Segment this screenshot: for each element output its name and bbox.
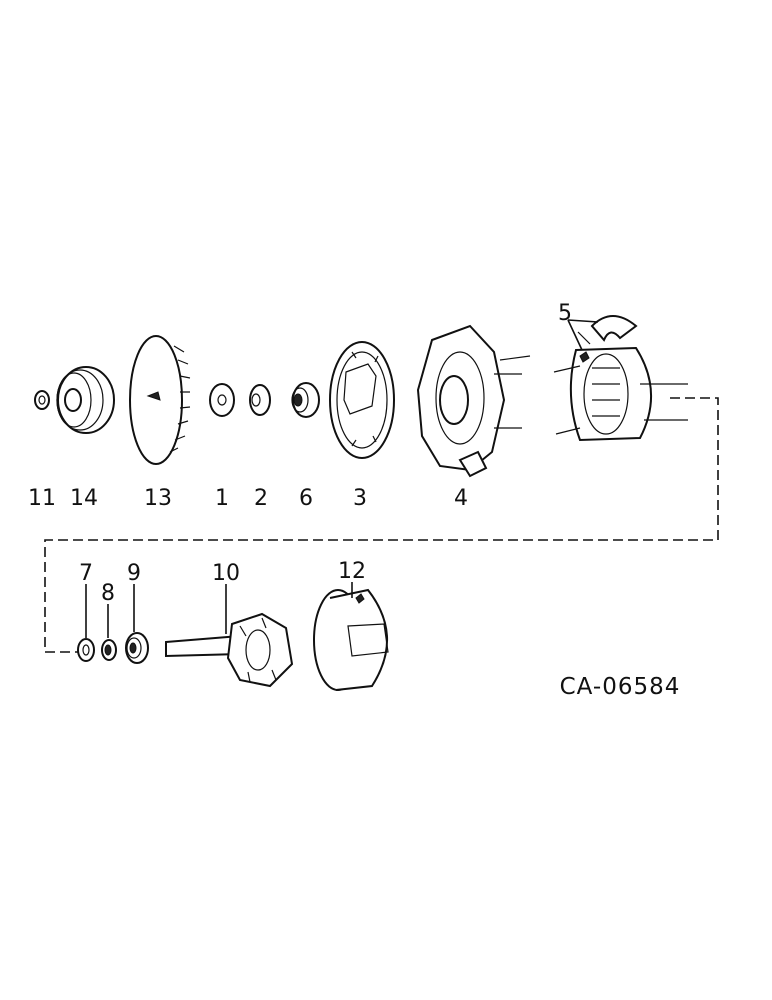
part-7-nut bbox=[77, 638, 95, 662]
part-10-rotor bbox=[165, 612, 294, 688]
label-part-10: 10 bbox=[212, 561, 240, 586]
label-part-1: 1 bbox=[215, 486, 229, 511]
label-part-2: 2 bbox=[254, 486, 268, 511]
part-1-spacer bbox=[209, 383, 235, 417]
part-11-washer bbox=[34, 390, 50, 410]
part-12-slip-ring-end-frame bbox=[313, 588, 389, 691]
label-part-9: 9 bbox=[127, 561, 141, 586]
leader-lines bbox=[85, 319, 599, 638]
part-9-bearing bbox=[125, 632, 149, 664]
part-2-collar bbox=[249, 384, 271, 416]
part-6-bearing bbox=[291, 382, 320, 418]
diagram-code: CA-06584 bbox=[560, 674, 681, 700]
label-part-5: 5 bbox=[558, 301, 572, 326]
part-3-retainer-plate bbox=[329, 341, 395, 459]
label-part-8: 8 bbox=[101, 581, 115, 606]
part-4-drive-end-frame bbox=[416, 324, 531, 478]
label-part-13: 13 bbox=[144, 486, 172, 511]
part-14-pulley bbox=[56, 366, 115, 434]
part-5-stator-assembly bbox=[553, 315, 688, 442]
part-8-washer bbox=[101, 639, 117, 661]
label-part-14: 14 bbox=[70, 486, 98, 511]
assembly-connector-line bbox=[44, 397, 719, 653]
label-part-12: 12 bbox=[338, 559, 366, 584]
label-part-4: 4 bbox=[454, 486, 468, 511]
label-part-11: 11 bbox=[28, 486, 56, 511]
label-part-7: 7 bbox=[79, 561, 93, 586]
label-part-3: 3 bbox=[353, 486, 367, 511]
label-part-6: 6 bbox=[299, 486, 313, 511]
part-13-fan bbox=[129, 335, 191, 465]
